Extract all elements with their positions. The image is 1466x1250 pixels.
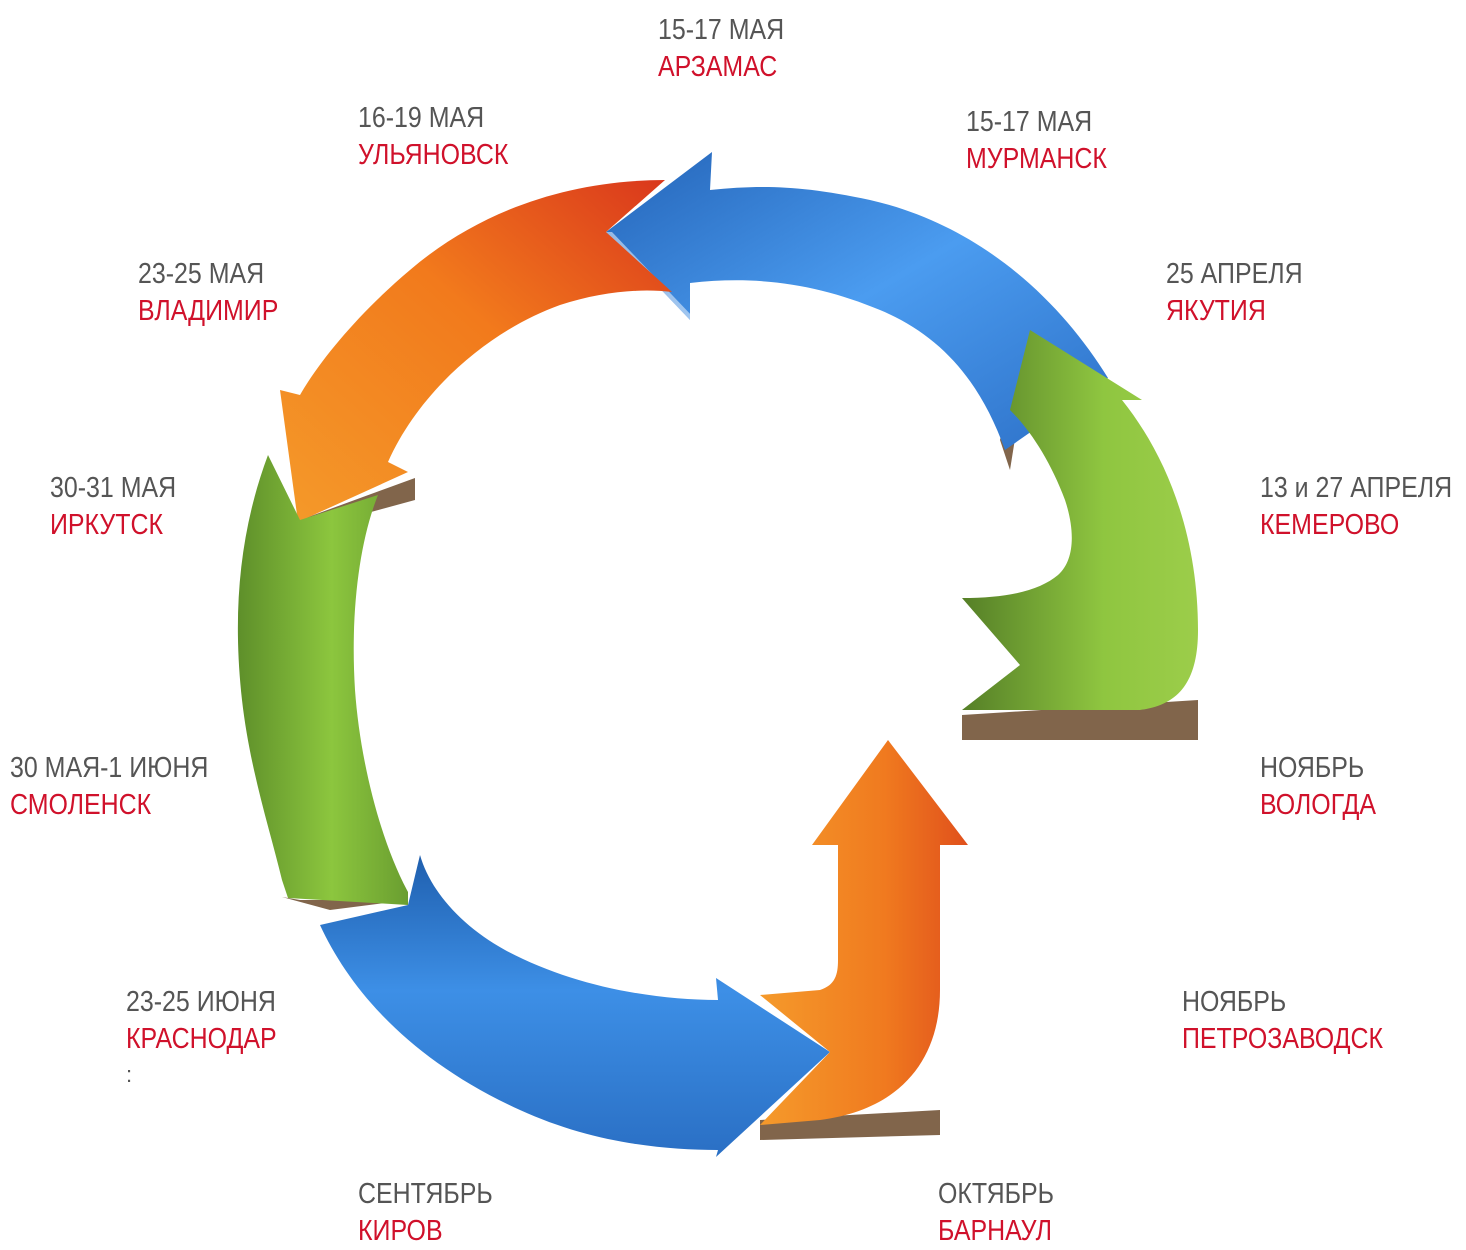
event-city: СМОЛЕНСК xyxy=(10,789,152,821)
event-city: ПЕТРОЗАВОДСК xyxy=(1182,1023,1384,1055)
event-kemerovo: 13 и 27 АПРЕЛЯ КЕМЕРОВО xyxy=(1260,470,1452,544)
event-date: 15-17 МАЯ xyxy=(658,14,785,46)
stray-colon-mark: : xyxy=(126,1062,133,1087)
event-date: ОКТЯБРЬ xyxy=(938,1178,1055,1210)
event-city: ИРКУТСК xyxy=(50,509,163,541)
event-date: 30 МАЯ-1 ИЮНЯ xyxy=(10,752,209,784)
event-arzamas: 15-17 МАЯ АРЗАМАС xyxy=(658,12,784,86)
event-date: 25 АПРЕЛЯ xyxy=(1166,258,1303,290)
event-date: 16-19 МАЯ xyxy=(358,102,485,134)
event-barnaul: ОКТЯБРЬ БАРНАУЛ xyxy=(938,1176,1054,1250)
arrow-green-right xyxy=(962,330,1198,710)
event-city: ЯКУТИЯ xyxy=(1166,295,1266,327)
event-city: КЕМЕРОВО xyxy=(1260,509,1400,541)
event-yakutia: 25 АПРЕЛЯ ЯКУТИЯ xyxy=(1166,256,1303,330)
event-city: МУРМАНСК xyxy=(966,143,1107,175)
arrow-blue-bottom xyxy=(320,855,830,1157)
event-kirov: СЕНТЯБРЬ КИРОВ xyxy=(358,1176,493,1250)
arrow-orange-topleft xyxy=(280,180,672,522)
event-smolensk: 30 МАЯ-1 ИЮНЯ СМОЛЕНСК xyxy=(10,750,208,824)
event-city: БАРНАУЛ xyxy=(938,1215,1053,1247)
event-vologda: НОЯБРЬ ВОЛОГДА xyxy=(1260,750,1376,824)
event-date: НОЯБРЬ xyxy=(1260,752,1365,784)
event-irkutsk: 30-31 МАЯ ИРКУТСК xyxy=(50,470,176,544)
event-date: 23-25 МАЯ xyxy=(138,258,265,290)
arrow-green-left xyxy=(237,455,408,905)
event-city: ВЛАДИМИР xyxy=(138,295,279,327)
event-date: НОЯБРЬ xyxy=(1182,986,1287,1018)
event-city: УЛЬЯНОВСК xyxy=(358,139,509,171)
event-murmansk: 15-17 МАЯ МУРМАНСК xyxy=(966,104,1107,178)
event-krasnodar: 23-25 ИЮНЯ КРАСНОДАР xyxy=(126,984,277,1058)
event-date: 13 и 27 АПРЕЛЯ xyxy=(1260,472,1453,504)
event-petrozavodsk: НОЯБРЬ ПЕТРОЗАВОДСК xyxy=(1182,984,1383,1058)
arrow-orange-up xyxy=(760,740,968,1125)
arrow-blue-top xyxy=(606,152,1108,450)
event-ulyanovsk: 16-19 МАЯ УЛЬЯНОВСК xyxy=(358,100,508,174)
event-date: 23-25 ИЮНЯ xyxy=(126,986,276,1018)
event-date: 30-31 МАЯ xyxy=(50,472,177,504)
event-vladimir: 23-25 МАЯ ВЛАДИМИР xyxy=(138,256,278,330)
event-city: КИРОВ xyxy=(358,1215,443,1247)
event-city: ВОЛОГДА xyxy=(1260,789,1377,821)
event-date: СЕНТЯБРЬ xyxy=(358,1178,493,1210)
event-city: АРЗАМАС xyxy=(658,51,778,83)
event-city: КРАСНОДАР xyxy=(126,1023,277,1055)
event-date: 15-17 МАЯ xyxy=(966,106,1093,138)
